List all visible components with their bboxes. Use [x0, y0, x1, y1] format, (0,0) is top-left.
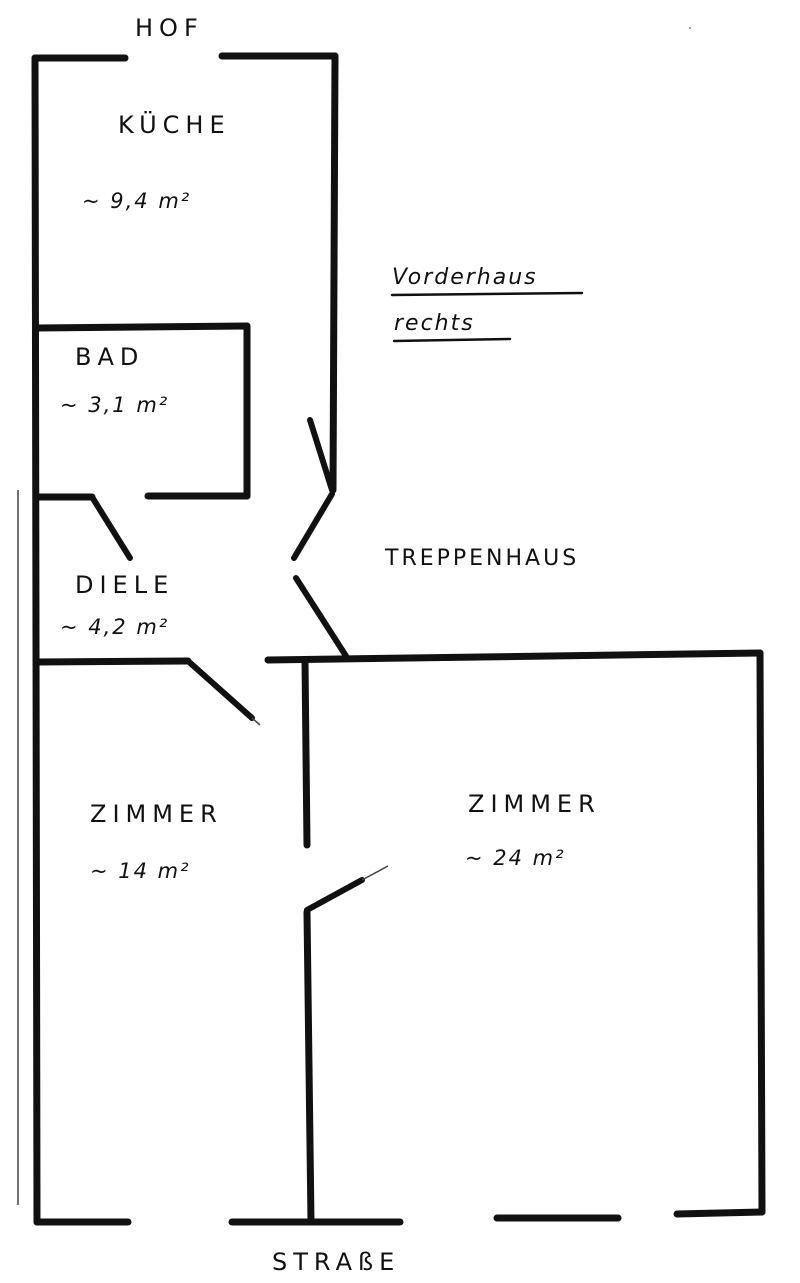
wall-rooms-divider-lower	[303, 908, 315, 1226]
wall-rooms-divider-upper	[301, 657, 311, 849]
door-entrance-lower	[293, 575, 349, 659]
door-entrance-upper	[291, 491, 335, 561]
label-hof: HOF	[135, 14, 204, 42]
label-zimmer-small: ZIMMER	[90, 800, 223, 828]
wall-stairwell-left	[264, 649, 764, 664]
area-kueche: ~ 9,4 m²	[82, 189, 191, 213]
wall-right	[756, 649, 766, 1216]
wall-bottom-4	[673, 1208, 766, 1218]
door-zimmer-small-tail	[251, 717, 261, 726]
area-zimmer-small: ~ 14 m²	[90, 859, 191, 883]
speck	[689, 27, 691, 29]
note-line-2: rechts	[394, 311, 475, 336]
note-underline-1	[390, 291, 584, 297]
area-bad: ~ 3,1 m²	[60, 393, 169, 417]
door-zimmer-large-tail	[361, 865, 389, 881]
door-kitchen	[307, 417, 335, 493]
label-treppenhaus: TREPPENHAUS	[384, 546, 579, 571]
wall-hall-bottom	[33, 657, 192, 666]
door-bath	[89, 494, 133, 561]
label-strasse: STRAßE	[272, 1248, 400, 1276]
label-diele: DIELE	[75, 571, 174, 599]
area-zimmer-large: ~ 24 m²	[465, 846, 566, 870]
wall-left	[31, 54, 41, 1226]
label-zimmer-large: ZIMMER	[468, 790, 601, 818]
note-line-1: Vorderhaus	[392, 265, 538, 290]
note-underline-2	[392, 337, 512, 343]
wall-bath-top	[33, 322, 251, 332]
door-zimmer-large	[304, 877, 365, 913]
area-diele: ~ 4,2 m²	[60, 615, 169, 639]
label-bad: BAD	[75, 343, 144, 371]
label-kueche: KÜCHE	[118, 110, 231, 139]
wall-kitchen-right	[329, 52, 339, 494]
door-zimmer-small	[185, 658, 255, 721]
